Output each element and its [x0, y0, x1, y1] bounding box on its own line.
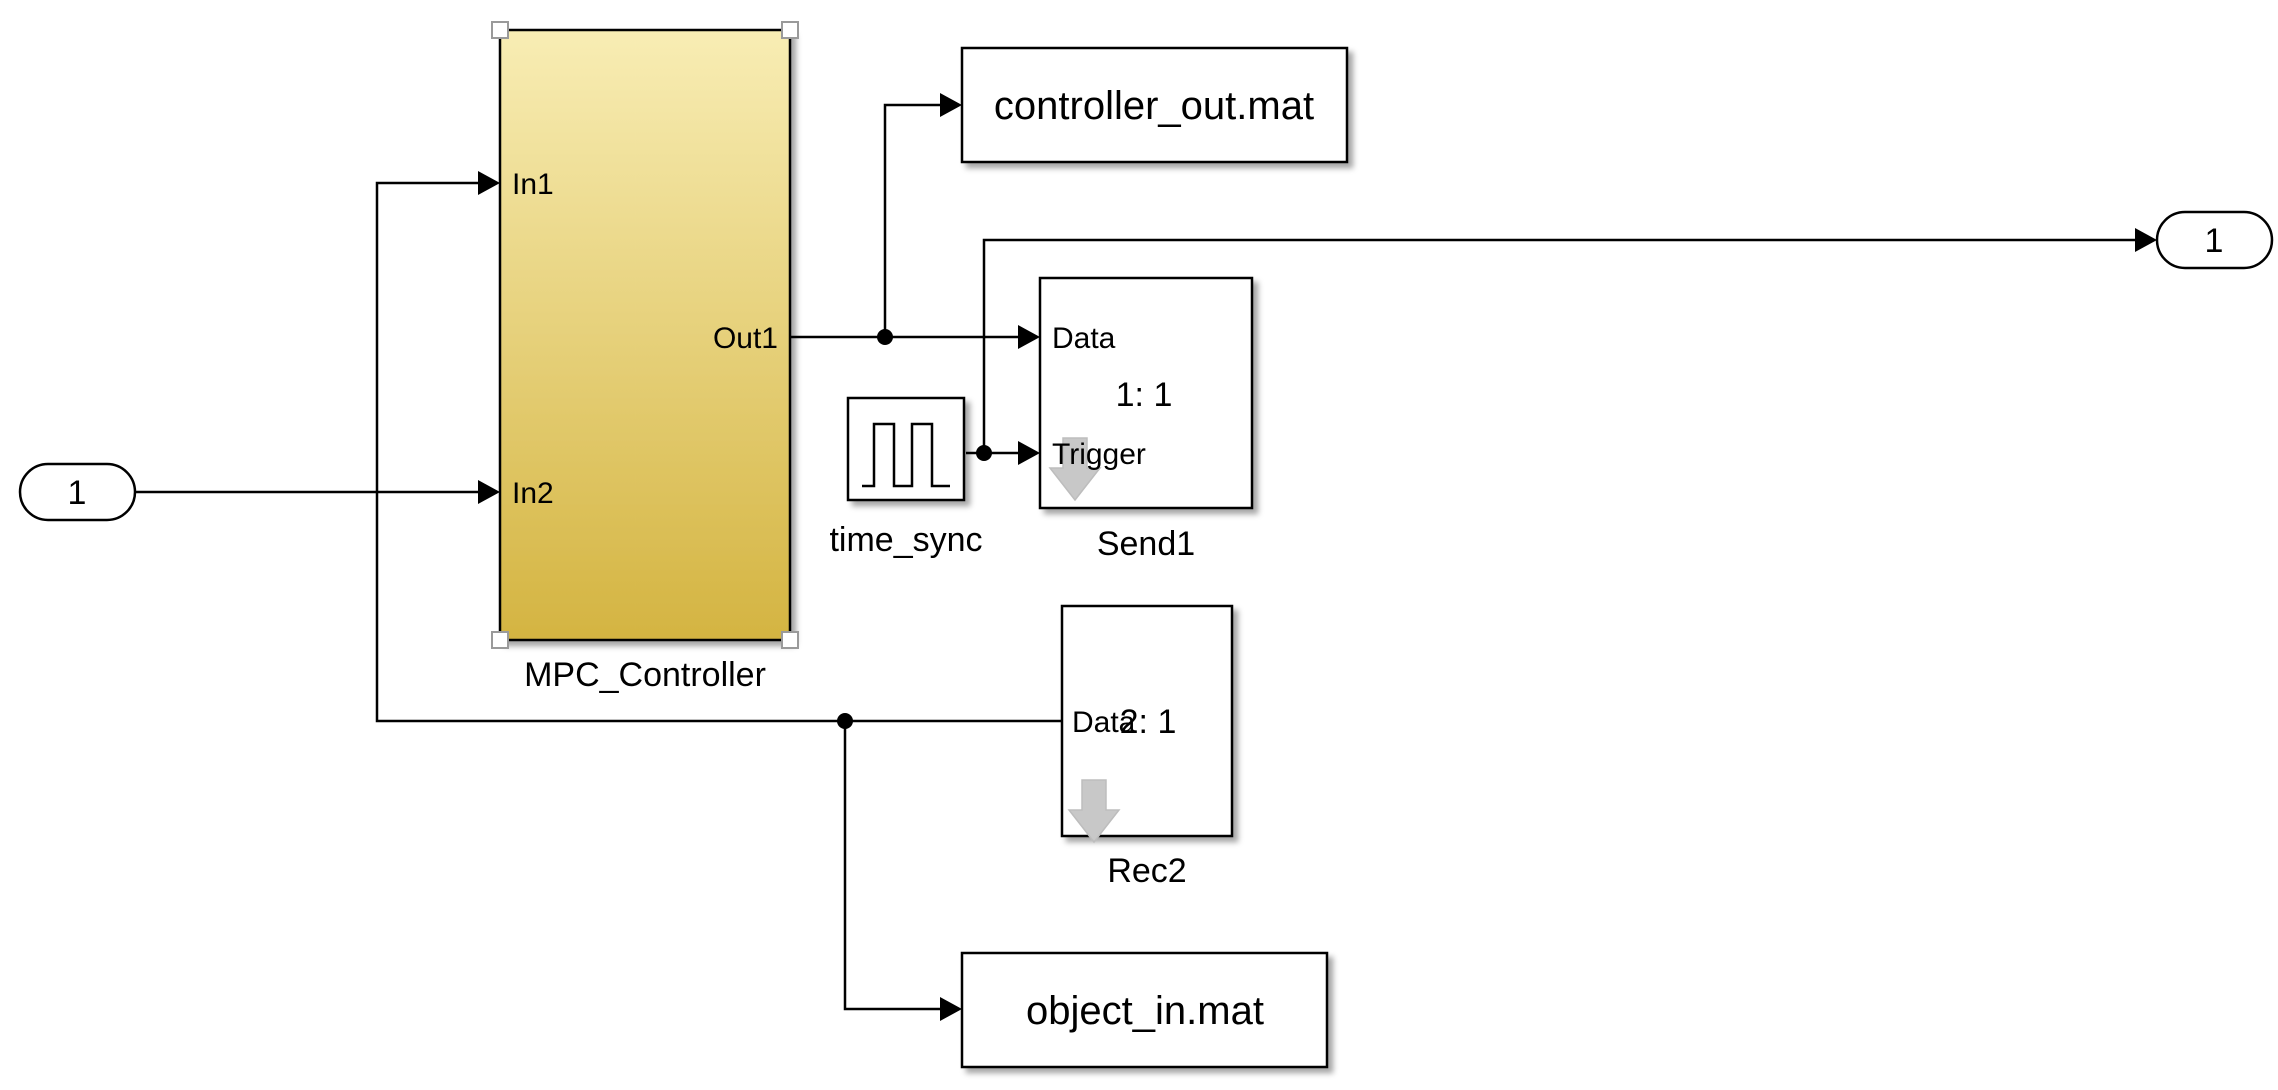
inport-label: 1: [68, 474, 87, 512]
send1-rate-label: 1: 1: [1116, 376, 1173, 414]
outport-shape: [2155, 210, 2274, 270]
down-arrow-icon: [1048, 437, 1102, 502]
selection-handle-top-right[interactable]: [781, 21, 799, 39]
controller-out-file-block[interactable]: controller_out.mat: [960, 46, 1349, 164]
signal-branch-to-rec2[interactable]: [375, 492, 1062, 723]
object-in-body: [960, 951, 1329, 1069]
selection-handle-top-left[interactable]: [491, 21, 509, 39]
signal-branch-to-in1[interactable]: [375, 181, 478, 492]
rec2-port-data: Data: [1072, 706, 1136, 739]
arrowhead-send1-trigger: [1018, 441, 1040, 465]
down-arrow-icon: [1067, 779, 1121, 844]
branch-point-time-sync: [976, 445, 992, 461]
inport-block[interactable]: 1: [18, 462, 137, 522]
signal-branch-to-controller-out[interactable]: [883, 103, 940, 337]
object-in-file-block[interactable]: object_in.mat: [960, 951, 1329, 1069]
send1-port-data: Data: [1052, 322, 1116, 355]
arrowhead-in1: [478, 171, 500, 195]
time-sync-body: [846, 396, 966, 502]
object-in-label: object_in.mat: [1026, 989, 1264, 1033]
branch-point-out1: [877, 329, 893, 345]
selection-handle-bottom-left[interactable]: [491, 631, 509, 649]
branch-point-rec2: [837, 713, 853, 729]
arrowhead-in2: [478, 480, 500, 504]
controller-out-body: [960, 46, 1349, 164]
port-label-in1: In1: [512, 168, 554, 201]
time-sync-name: time_sync: [829, 521, 982, 559]
outport-block[interactable]: 1: [2155, 210, 2274, 270]
port-label-out1: Out1: [713, 322, 778, 355]
mpc-controller-name: MPC_Controller: [524, 656, 766, 694]
send1-port-trigger: Trigger: [1052, 438, 1146, 471]
send1-name: Send1: [1097, 525, 1195, 563]
signal-branch-to-outport[interactable]: [982, 238, 2135, 453]
arrowhead-send1-data: [1018, 325, 1040, 349]
signal-branch-to-object-in[interactable]: [843, 721, 940, 1011]
signal-lines: [135, 93, 2157, 1021]
arrowhead-object-in: [940, 997, 962, 1021]
selection-handle-bottom-right[interactable]: [781, 631, 799, 649]
arrowhead-controller-out: [940, 93, 962, 117]
controller-out-label: controller_out.mat: [994, 84, 1314, 128]
port-label-in2: In2: [512, 477, 554, 510]
outport-label: 1: [2205, 222, 2224, 260]
rec2-rate-label: 2: 1: [1120, 703, 1177, 741]
mpc-controller-body: [498, 28, 792, 642]
mpc-controller-block[interactable]: In1 In2 Out1 MPC_Controller: [491, 21, 799, 694]
arrowhead-outport: [2135, 228, 2157, 252]
send1-block[interactable]: Data 1: 1 Trigger Send1: [1038, 276, 1254, 563]
time-sync-block[interactable]: time_sync: [829, 396, 983, 559]
inport-shape: [18, 462, 137, 522]
rec2-block[interactable]: 2: 1 Data Rec2: [1060, 604, 1234, 890]
pulse-generator-icon: [862, 422, 950, 488]
rec2-name: Rec2: [1107, 852, 1186, 890]
